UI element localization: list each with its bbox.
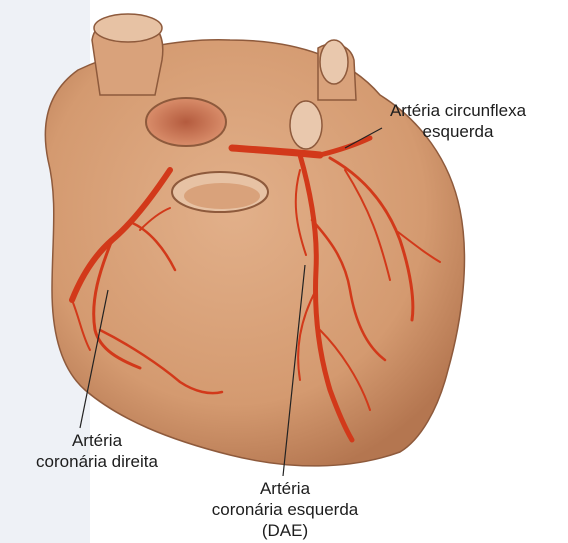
label-circumflex-artery: Artéria circunflexa esquerda xyxy=(378,100,538,142)
label-left-coronary-line3: (DAE) xyxy=(180,520,390,541)
label-circumflex-line1: Artéria circunflexa xyxy=(378,100,538,121)
pulmonary-opening-inner xyxy=(184,183,260,209)
label-left-coronary-line2: coronária esquerda xyxy=(180,499,390,520)
label-left-coronary-artery: Artéria coronária esquerda (DAE) xyxy=(180,478,390,541)
aortic-opening xyxy=(146,98,226,146)
pulmonary-vein-right-opening xyxy=(320,40,348,84)
label-left-coronary-line1: Artéria xyxy=(180,478,390,499)
label-right-coronary-artery: Artéria coronária direita xyxy=(12,430,182,472)
label-circumflex-line2: esquerda xyxy=(378,121,538,142)
label-right-coronary-line1: Artéria xyxy=(12,430,182,451)
label-right-coronary-line2: coronária direita xyxy=(12,451,182,472)
pulmonary-vein-small xyxy=(290,101,322,149)
aorta-opening xyxy=(94,14,162,42)
